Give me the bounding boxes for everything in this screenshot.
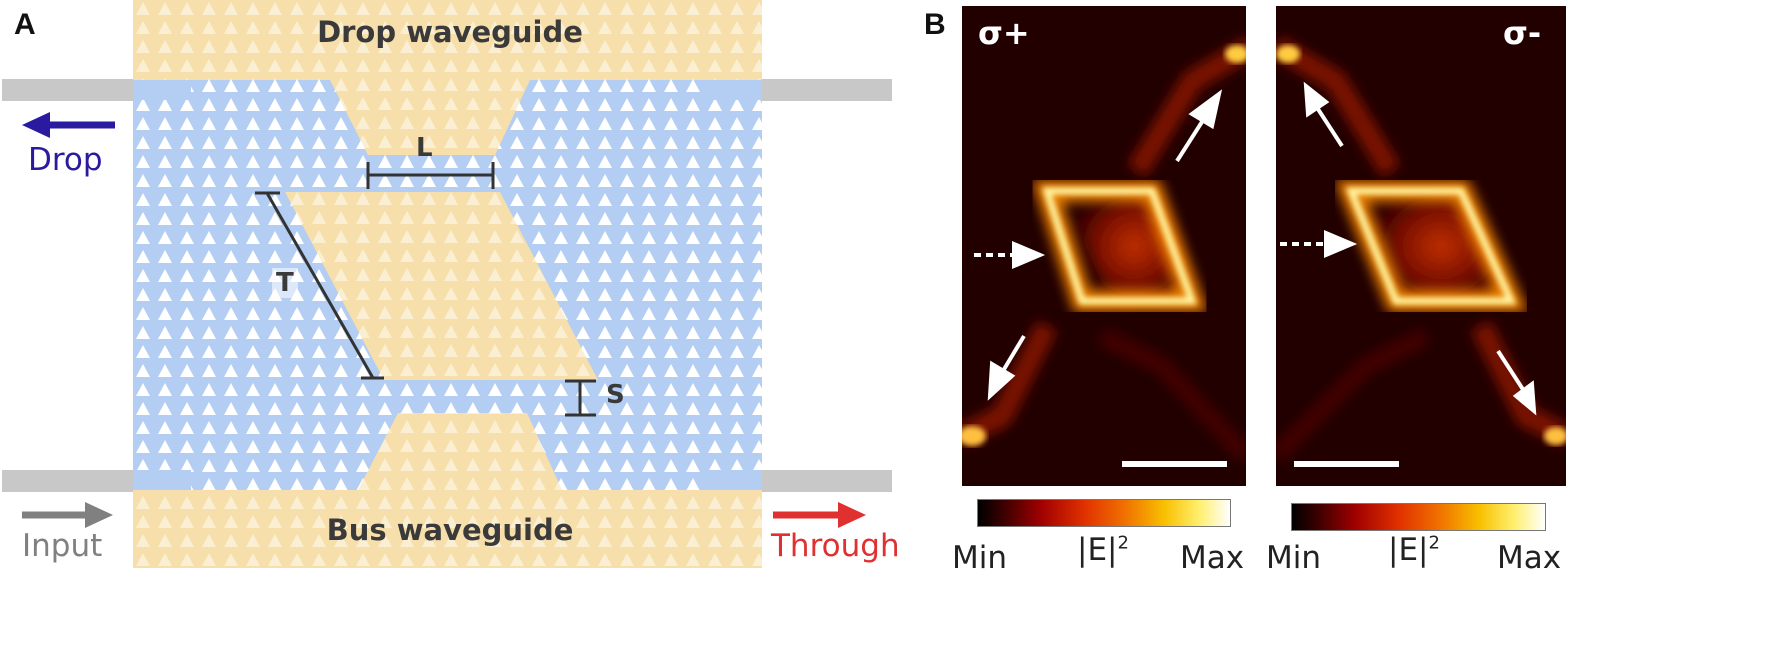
colorbar-right (1291, 503, 1546, 531)
mode-arrow-lower-right (1496, 349, 1537, 416)
field-map-sigma-plus (962, 6, 1246, 486)
dimension-S-label: S (606, 380, 625, 410)
panel-a-letter: A (14, 8, 36, 41)
right-through-lead (762, 470, 892, 492)
colorbar-right-max: Max (1497, 540, 1562, 576)
panel-b-letter: B (924, 8, 946, 41)
mode-arrow-upper-left (1303, 81, 1344, 148)
mode-arrow-input-right (1280, 229, 1358, 259)
through-arrow (773, 502, 866, 528)
input-arrow (22, 502, 113, 528)
mode-arrow-input (974, 240, 1046, 270)
dimension-L-label: L (416, 133, 433, 163)
mode-arrow-lower-left (987, 334, 1026, 401)
ring-resonator (285, 192, 598, 380)
drop-waveguide-label: Drop waveguide (317, 15, 583, 49)
colorbar-left-min: Min (952, 540, 1008, 576)
colorbar-left-quantity: |E|2 (1077, 532, 1129, 568)
field-map-sigma-minus (1276, 6, 1566, 486)
colorbar-left (977, 499, 1231, 527)
bus-waveguide-label: Bus waveguide (326, 513, 574, 547)
dimension-S-marker (565, 379, 596, 417)
drop-arrow (22, 112, 115, 138)
dimension-T-marker (255, 191, 384, 380)
drop-port-label: Drop (28, 142, 103, 178)
mode-arrow-upper-right (1175, 89, 1223, 163)
dimension-L-marker (366, 162, 495, 189)
sigma-minus-label: σ- (1503, 14, 1542, 52)
left-drop-lead (2, 79, 133, 101)
right-drop-lead (762, 79, 892, 101)
colorbar-right-min: Min (1266, 540, 1322, 576)
ring-resonator-diagram (2, 0, 892, 568)
dimension-T-label: T (272, 268, 298, 298)
bus-waveguide (133, 413, 762, 568)
colorbar-right-quantity: |E|2 (1388, 532, 1440, 568)
left-input-lead (2, 470, 133, 492)
sigma-plus-label: σ+ (978, 14, 1030, 52)
drop-waveguide (133, 0, 762, 155)
input-port-label: Input (22, 528, 103, 564)
through-port-label: Through (771, 528, 900, 564)
colorbar-left-max: Max (1180, 540, 1245, 576)
